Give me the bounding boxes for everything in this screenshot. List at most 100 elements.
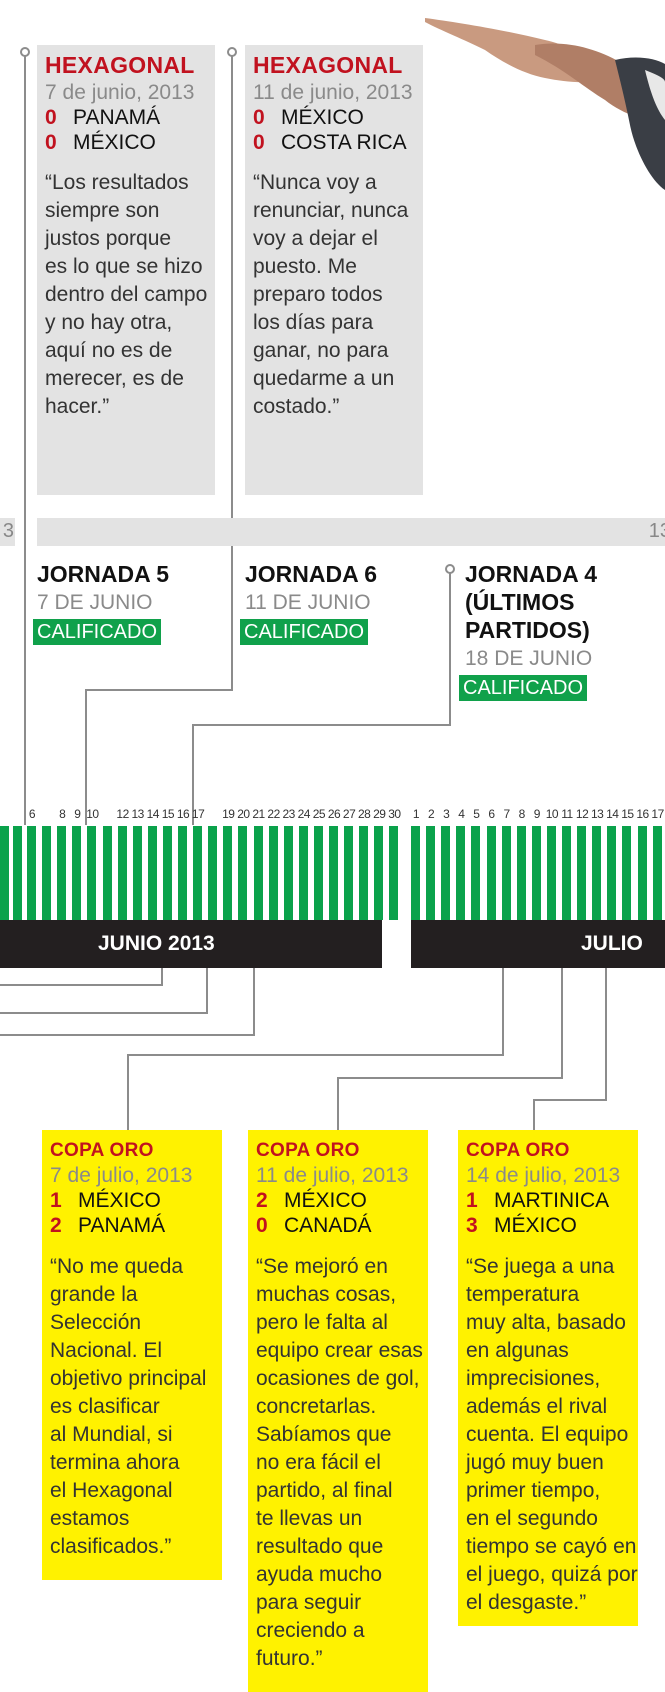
day-stripe bbox=[72, 826, 82, 920]
jornada-title: JORNADA 5 bbox=[37, 561, 170, 587]
calificado-badge: CALIFICADO bbox=[240, 619, 369, 645]
card-date: 14 de julio, 2013 bbox=[466, 1164, 621, 1187]
day-stripe bbox=[13, 826, 22, 920]
day-number: 13 bbox=[591, 807, 604, 821]
day-number: 9 bbox=[74, 807, 81, 821]
day-number: 4 bbox=[458, 807, 465, 821]
day-number: 23 bbox=[282, 807, 296, 821]
jornada-date: 7 DE JUNIO bbox=[37, 591, 153, 614]
card-date: 11 de julio, 2013 bbox=[256, 1164, 409, 1187]
day-number: 28 bbox=[358, 807, 371, 821]
day-number: 30 bbox=[388, 807, 401, 821]
day-number: 20 bbox=[237, 807, 250, 821]
day-stripe bbox=[411, 826, 420, 920]
day-stripe bbox=[87, 826, 97, 920]
day-number: 8 bbox=[59, 807, 66, 821]
calificado-badge: CALIFICADO bbox=[33, 619, 162, 645]
day-number: 16 bbox=[176, 807, 190, 821]
day-stripe bbox=[238, 826, 248, 920]
month-bar-july: JULIO 20 bbox=[411, 920, 665, 1003]
card-date: 11 de junio, 2013 bbox=[253, 81, 413, 104]
day-stripe bbox=[27, 826, 36, 920]
day-stripe bbox=[607, 826, 617, 920]
day-stripe bbox=[223, 826, 233, 920]
quote-text: “Los resultados siempre son justos porqu… bbox=[45, 171, 208, 418]
day-number: 8 bbox=[518, 807, 526, 821]
day-stripe bbox=[577, 826, 587, 920]
day-number: 5 bbox=[473, 807, 480, 821]
quote-text: “Se mejoró en muchas cosas, pero le falt… bbox=[256, 1255, 423, 1670]
day-number: 21 bbox=[252, 807, 265, 821]
day-number: 12 bbox=[116, 807, 129, 821]
day-stripe bbox=[531, 826, 541, 920]
timeline-band: 13 bbox=[37, 518, 665, 546]
day-stripe bbox=[0, 826, 9, 920]
day-stripe bbox=[117, 826, 127, 920]
timeline-edge-label: 13 bbox=[648, 520, 665, 542]
day-number: 14 bbox=[606, 807, 619, 821]
jornada-date: 18 DE JUNIO bbox=[465, 647, 593, 670]
day-stripe bbox=[456, 826, 466, 920]
day-stripe bbox=[426, 826, 436, 920]
card-date: 7 de junio, 2013 bbox=[45, 81, 195, 104]
day-stripe bbox=[637, 826, 647, 920]
day-number: 16 bbox=[636, 807, 649, 821]
day-stripe bbox=[374, 826, 384, 920]
day-stripe bbox=[592, 826, 602, 920]
day-number: 2 bbox=[428, 807, 435, 821]
day-stripe bbox=[208, 826, 218, 920]
day-number: 15 bbox=[161, 807, 175, 821]
day-stripe bbox=[501, 826, 511, 920]
day-number: 17 bbox=[651, 807, 664, 821]
day-stripe bbox=[253, 826, 263, 920]
day-stripe bbox=[193, 826, 203, 920]
day-stripe bbox=[147, 826, 157, 920]
card-tag: COPA ORO bbox=[50, 1140, 154, 1161]
day-number: 26 bbox=[327, 807, 341, 821]
day-number: 17 bbox=[191, 807, 205, 821]
day-stripe bbox=[102, 826, 112, 920]
day-stripe bbox=[313, 826, 323, 920]
day-stripe bbox=[344, 826, 354, 920]
day-number: 6 bbox=[488, 807, 495, 821]
day-stripe bbox=[622, 826, 632, 920]
day-stripe bbox=[359, 826, 369, 920]
card-date: 7 de julio, 2013 bbox=[50, 1164, 193, 1187]
quote-text: “No me queda grande la Selección Naciona… bbox=[50, 1255, 207, 1558]
jornada-title: JORNADA 4 (ÚLTIMOS PARTIDOS) bbox=[465, 561, 598, 643]
day-stripe bbox=[516, 826, 526, 920]
jornada-date: 11 DE JUNIO bbox=[245, 591, 371, 614]
day-number: 1 bbox=[412, 807, 420, 821]
day-number: 10 bbox=[86, 807, 99, 821]
day-stripe bbox=[562, 826, 571, 920]
day-number: 9 bbox=[533, 807, 541, 821]
day-stripe bbox=[441, 826, 451, 920]
quote-text: “Se juega a una temperatura muy alta, ba… bbox=[466, 1255, 638, 1614]
month-label: JULIO 20 bbox=[581, 932, 643, 1003]
day-number: 27 bbox=[342, 807, 356, 821]
day-stripe bbox=[57, 826, 67, 920]
day-number: 22 bbox=[267, 807, 280, 821]
day-number: 10 bbox=[545, 807, 559, 821]
day-stripe bbox=[178, 826, 187, 920]
day-number: 13 bbox=[131, 807, 145, 821]
day-stripe bbox=[652, 826, 662, 920]
day-number: 15 bbox=[621, 807, 634, 821]
day-number: 25 bbox=[312, 807, 326, 821]
day-number: 19 bbox=[222, 807, 235, 821]
day-stripe bbox=[546, 826, 556, 920]
card-tag: HEXAGONAL bbox=[45, 52, 195, 78]
